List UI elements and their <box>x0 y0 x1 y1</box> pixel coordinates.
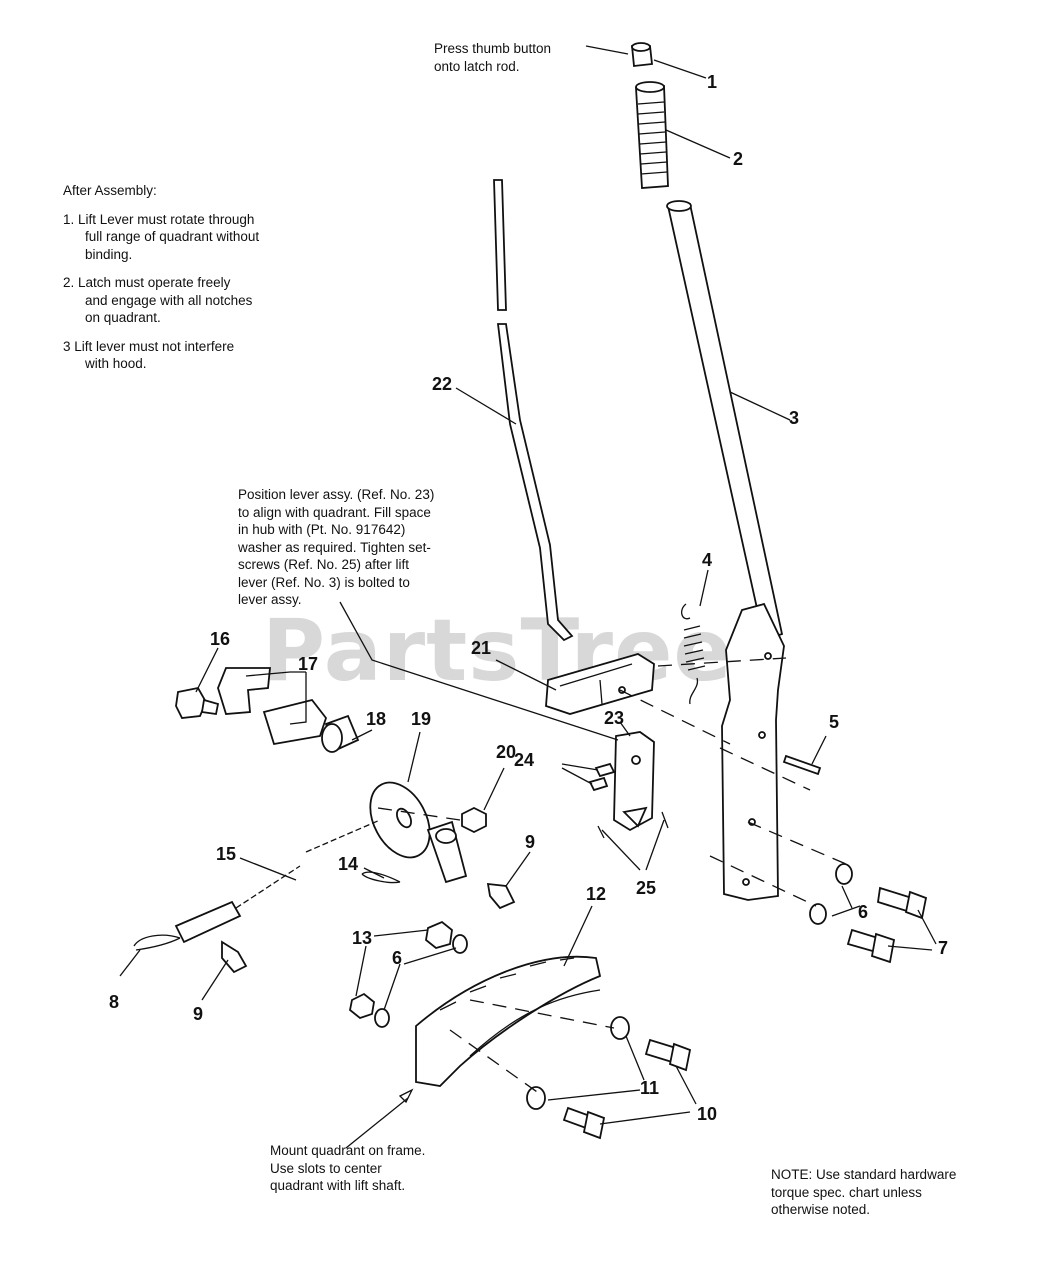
callout-6-right: 6 <box>858 902 868 922</box>
part-cotter-pin <box>361 871 401 884</box>
part-right-hardware <box>809 863 928 964</box>
callout-18: 18 <box>366 709 386 729</box>
note-press-thumb: Press thumb button onto latch rod. <box>434 41 552 74</box>
part-bottom-hardware <box>526 1016 692 1140</box>
part-rod-end <box>174 865 301 944</box>
part-nut-20 <box>461 806 487 834</box>
note-hardware: NOTE: Use standard hardware torque spec.… <box>771 1167 957 1217</box>
watermark: PartsTree <box>262 601 733 701</box>
callout-1: 1 <box>707 72 717 92</box>
note-position-lever: Position lever assy. (Ref. No. 23) to al… <box>238 487 435 607</box>
part-pulley <box>369 781 431 859</box>
callout-6-left: 6 <box>392 948 402 968</box>
callout-3: 3 <box>789 408 799 428</box>
callout-13: 13 <box>352 928 372 948</box>
part-lever-assy <box>613 731 655 832</box>
callout-25: 25 <box>636 878 656 898</box>
part-clevis-pins <box>221 882 516 974</box>
callout-9-left: 9 <box>193 1004 203 1024</box>
part-lift-lever <box>666 200 785 901</box>
callout-22: 22 <box>432 374 452 394</box>
part-latch-rod <box>493 179 574 642</box>
part-latch-block <box>545 653 655 715</box>
part-spacer <box>321 714 360 753</box>
part-spring <box>680 603 706 705</box>
callout-23: 23 <box>604 708 624 728</box>
callout-7: 7 <box>938 938 948 958</box>
callout-2: 2 <box>733 149 743 169</box>
after-assembly-item-1: 1. Lift Lever must rotate through full r… <box>63 211 260 262</box>
callout-14: 14 <box>338 854 358 874</box>
part-hairpin <box>133 934 181 951</box>
assembly-lines <box>377 657 847 1095</box>
after-assembly-title: After Assembly: <box>63 183 157 198</box>
after-assembly-item-3: 3 Lift lever must not interfere with hoo… <box>63 338 235 372</box>
after-assembly-item-2: 2. Latch must operate freely and engage … <box>63 275 253 325</box>
leader-lines <box>119 45 937 1149</box>
part-cable <box>305 819 381 853</box>
callout-5: 5 <box>829 712 839 732</box>
callout-15: 15 <box>216 844 236 864</box>
part-quadrant <box>415 955 602 1087</box>
callout-17: 17 <box>298 654 318 674</box>
callout-20: 20 <box>496 742 516 762</box>
part-pin <box>782 754 822 776</box>
part-bolt-16 <box>175 686 220 719</box>
note-mount-quadrant: Mount quadrant on frame. Use slots to ce… <box>270 1143 426 1193</box>
part-grip <box>635 81 669 189</box>
callout-4: 4 <box>702 550 712 570</box>
callout-8: 8 <box>109 992 119 1012</box>
callout-19: 19 <box>411 709 431 729</box>
callout-9-right: 9 <box>525 832 535 852</box>
part-brackets <box>217 667 328 746</box>
callout-24: 24 <box>514 750 534 770</box>
part-clevis <box>426 820 468 884</box>
callout-21: 21 <box>471 638 491 658</box>
callout-10: 10 <box>697 1104 717 1124</box>
part-thumb-button <box>631 42 653 67</box>
part-left-hardware <box>349 920 468 1028</box>
part-setscrews <box>588 762 669 839</box>
callout-numbers: 1 2 3 4 5 6 7 8 9 9 10 11 12 13 6 14 15 … <box>109 72 948 1124</box>
callout-12: 12 <box>586 884 606 904</box>
callout-16: 16 <box>210 629 230 649</box>
callout-11: 11 <box>640 1078 659 1098</box>
note-after-assembly: After Assembly: 1. Lift Lever must rotat… <box>63 182 323 373</box>
